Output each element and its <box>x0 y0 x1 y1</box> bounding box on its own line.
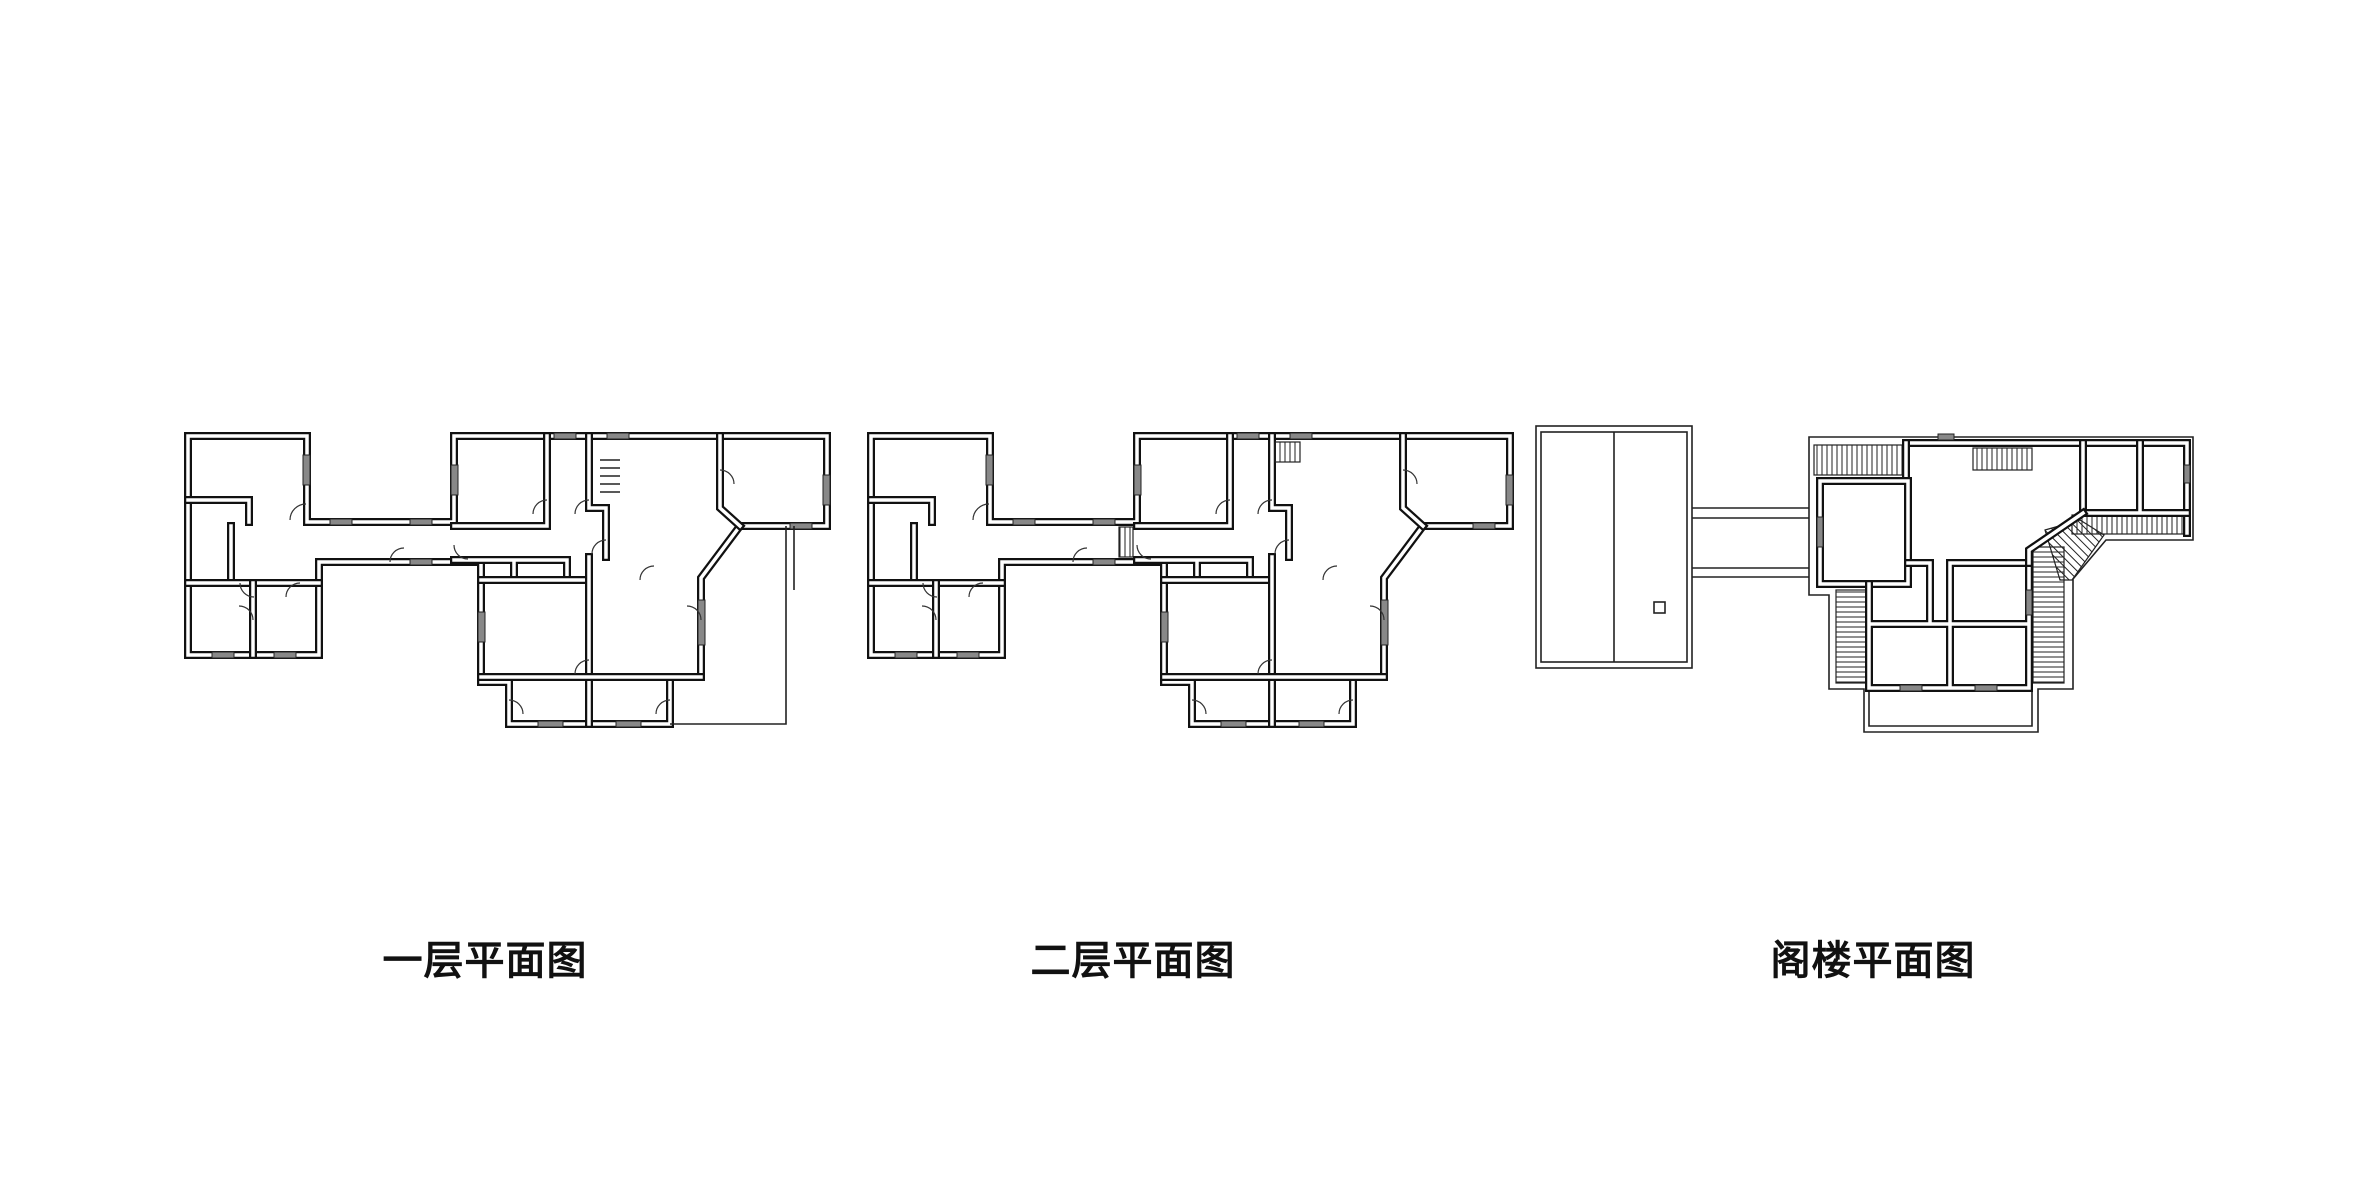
roof-outline <box>1535 425 1693 669</box>
attic-plan <box>1535 425 2194 733</box>
second-floor-plan-title: 二层平面图 <box>1030 938 1236 984</box>
first-floor-plan <box>188 433 830 727</box>
attic-outline <box>1808 436 2194 733</box>
attic-plan-title: 阁楼平面图 <box>1770 938 1976 984</box>
first-floor-plan-title: 一层平面图 <box>382 938 588 984</box>
bridge <box>1692 507 1809 578</box>
chimney <box>1653 601 1666 614</box>
second-floor-plan <box>871 433 1513 727</box>
